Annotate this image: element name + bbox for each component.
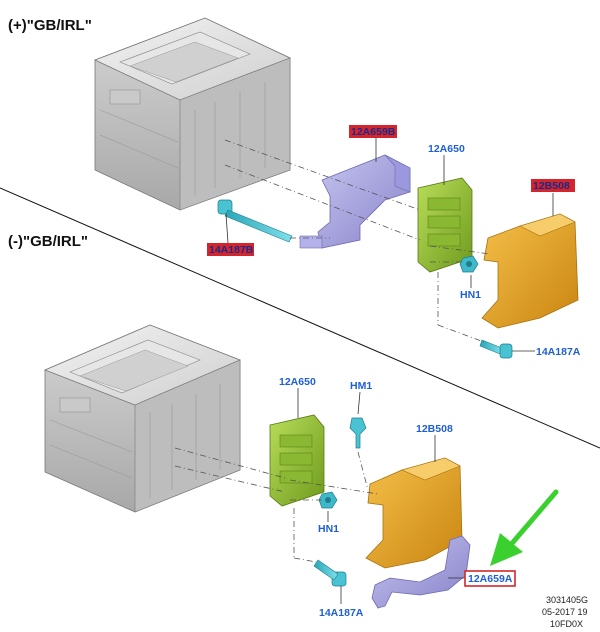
top-bolt-14a187a (479, 339, 513, 359)
bottom-bracket-label: 12A659A (468, 573, 513, 585)
bottom-cover-label: 12B508 (416, 423, 453, 435)
bottom-clip-hm1 (349, 417, 367, 449)
bottom-fuse-label: 12A650 (279, 376, 316, 388)
top-leader-lines (224, 137, 554, 352)
top-nut-hn1 (459, 255, 479, 273)
footer-code-2: 05-2017 19 (542, 607, 588, 617)
bottom-clip-label: HM1 (350, 380, 372, 392)
bottom-cover-12b508 (365, 457, 463, 569)
bottom-fuse-box-12a650 (269, 414, 325, 507)
footer-code-3: 10FD0X (550, 619, 583, 629)
bottom-nut-label: HN1 (318, 523, 339, 535)
bottom-battery (43, 324, 242, 513)
top-cover-label-box (531, 179, 575, 192)
top-bolt-label-box (207, 243, 254, 256)
footer-code-1: 3031405G (546, 595, 588, 605)
top-nut-label: HN1 (460, 289, 481, 301)
top-bracket-12a659b (299, 154, 411, 249)
top-section-title: (+)"GB/IRL" (8, 17, 92, 34)
top-bolt-14a187b (217, 199, 293, 243)
top-cover-label: 12B508 (533, 180, 570, 192)
green-arrow-icon (490, 489, 559, 566)
section-divider (0, 187, 600, 449)
bottom-bracket-label-box (464, 570, 516, 587)
top-bolt-label: 14A187B (209, 244, 254, 256)
bottom-section-title: (-)"GB/IRL" (8, 233, 88, 250)
top-bracket-label: 12A659B (351, 126, 396, 138)
top-bolt2-label: 14A187A (536, 346, 581, 358)
top-bracket-label-box (349, 125, 397, 138)
top-fuse-label: 12A650 (428, 143, 465, 155)
top-cover-12b508 (481, 213, 579, 329)
bottom-bolt-14a187a (313, 559, 347, 587)
bottom-bolt-label: 14A187A (319, 607, 364, 619)
top-battery (93, 17, 292, 211)
bottom-leader-lines (174, 388, 466, 604)
top-fuse-box-12a650 (417, 177, 473, 273)
